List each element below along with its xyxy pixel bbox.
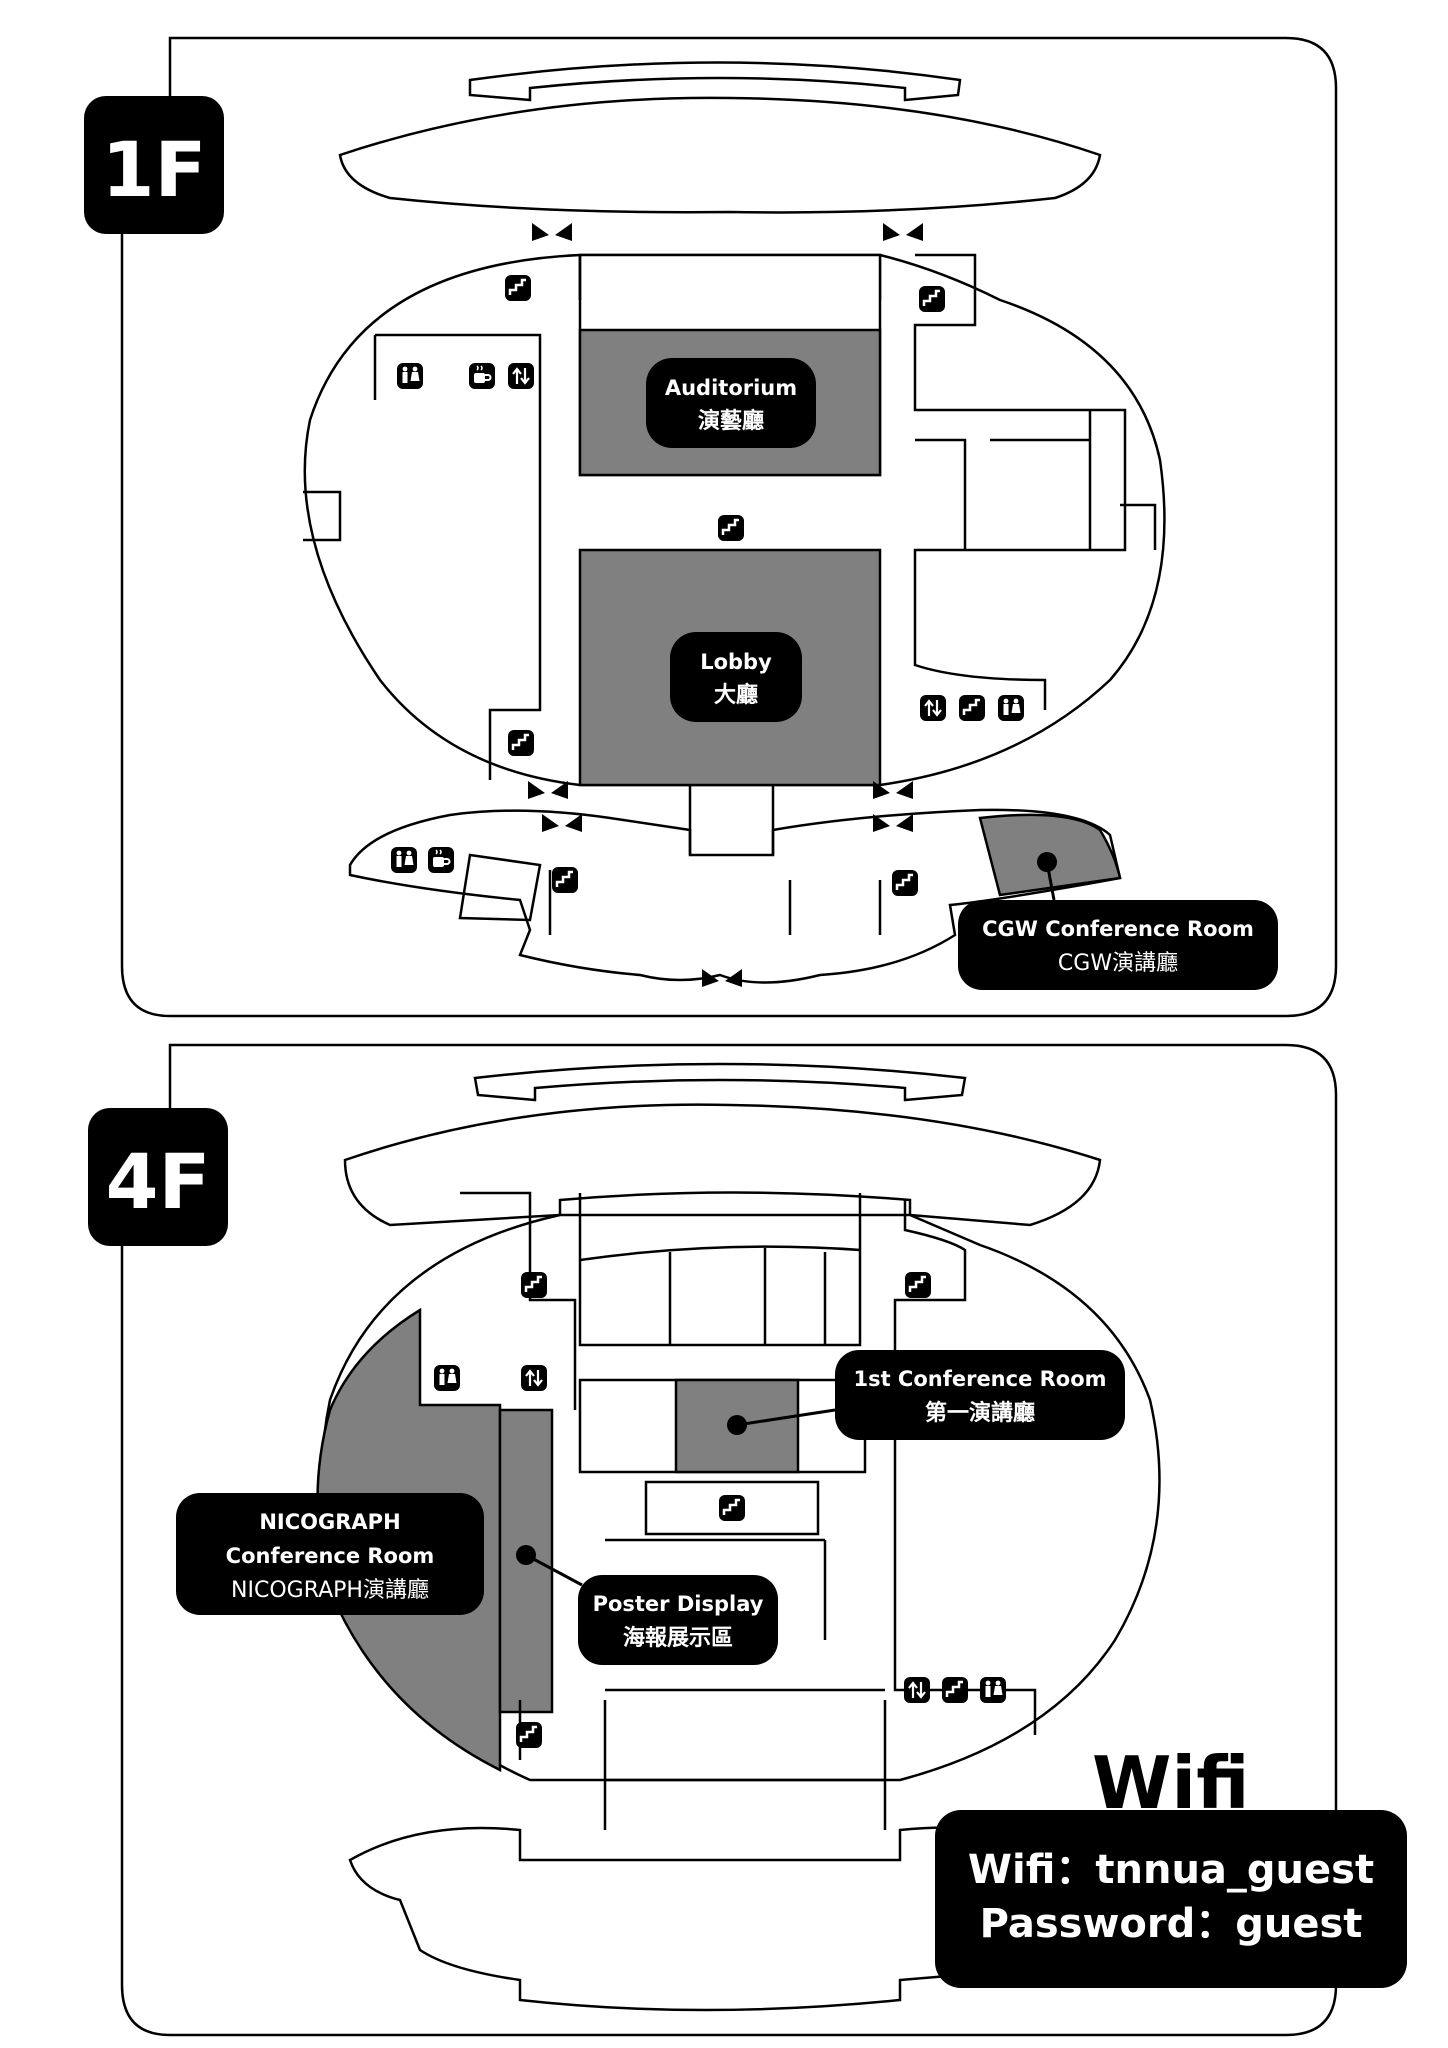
south-wing-walls-1f	[458, 785, 882, 935]
stairs-icon	[917, 284, 947, 314]
floor-badge-1f: 1F	[84, 96, 224, 234]
restroom-icon	[998, 695, 1024, 721]
wifi-password: Password：guest	[980, 1901, 1363, 1947]
svg-text:CGW演講廳: CGW演講廳	[1058, 951, 1178, 976]
svg-text:演藝廳: 演藝廳	[698, 408, 764, 434]
stairs-icon	[903, 1270, 933, 1300]
svg-text:4F: 4F	[106, 1137, 211, 1226]
east-rooms-1f	[915, 410, 1157, 550]
nicograph-label: NICOGRAPH Conference Room NICOGRAPH演講廳	[176, 1493, 484, 1615]
svg-text:1F: 1F	[102, 125, 207, 214]
svg-text:Conference Room: Conference Room	[226, 1544, 435, 1568]
cafe-icon	[468, 362, 496, 390]
svg-text:NICOGRAPH: NICOGRAPH	[259, 1510, 400, 1534]
stairs-icon	[890, 868, 920, 898]
east-wall-1f	[913, 253, 1127, 710]
wifi-panel: Wifi Wifi：tnnua_guest Password：guest	[935, 1741, 1407, 1988]
restroom-icon	[980, 1677, 1006, 1703]
north-wing-4f	[343, 1103, 1102, 1227]
cafe-icon	[427, 846, 455, 874]
svg-text:Poster Display: Poster Display	[593, 1592, 764, 1616]
elevator-icon	[902, 1675, 932, 1705]
svg-text:大廳: 大廳	[714, 682, 758, 708]
restroom-icon	[397, 363, 423, 389]
svg-text:海報展示區: 海報展示區	[623, 1625, 733, 1651]
auditorium-label: Auditorium 演藝廳	[646, 358, 816, 448]
svg-text:NICOGRAPH演講廳: NICOGRAPH演講廳	[231, 1578, 429, 1603]
lobby-label: Lobby 大廳	[670, 632, 802, 722]
south-wing-1f	[348, 808, 1122, 984]
svg-text:第一演講廳: 第一演講廳	[925, 1400, 1035, 1426]
restroom-icon	[434, 1365, 460, 1391]
svg-text:Lobby: Lobby	[700, 650, 772, 674]
west-wall-1f	[303, 255, 582, 780]
restroom-icon	[391, 847, 417, 873]
stairs-icon	[940, 1675, 970, 1705]
stairs-icon	[519, 1270, 549, 1300]
stairs-icon	[503, 273, 533, 303]
north-top-bar-4f	[473, 1062, 967, 1102]
elevator-icon	[519, 1363, 549, 1393]
south-wing-4f	[348, 1826, 1092, 2012]
north-wing-1f	[338, 96, 1102, 214]
first-conference-label: 1st Conference Room 第一演講廳	[727, 1350, 1125, 1440]
elevator-icon	[506, 361, 536, 391]
stairs-icon	[514, 1720, 544, 1750]
stairs-icon	[550, 865, 580, 895]
svg-text:1st Conference Room: 1st Conference Room	[853, 1367, 1106, 1391]
poster-display-label: Poster Display 海報展示區	[516, 1545, 778, 1665]
stairs-icon	[717, 1493, 747, 1523]
stairs-icon	[506, 728, 536, 758]
cgw-label: CGW Conference Room CGW演講廳	[958, 852, 1278, 990]
svg-text:Auditorium: Auditorium	[665, 376, 797, 400]
elevator-icon	[918, 693, 948, 723]
stairs-icon	[716, 513, 746, 543]
svg-text:CGW Conference Room: CGW Conference Room	[982, 917, 1254, 941]
stairs-icon	[957, 693, 987, 723]
wifi-ssid: Wifi：tnnua_guest	[968, 1847, 1374, 1893]
floor-badge-4f: 4F	[88, 1108, 228, 1246]
north-top-bar-1f	[468, 61, 962, 102]
